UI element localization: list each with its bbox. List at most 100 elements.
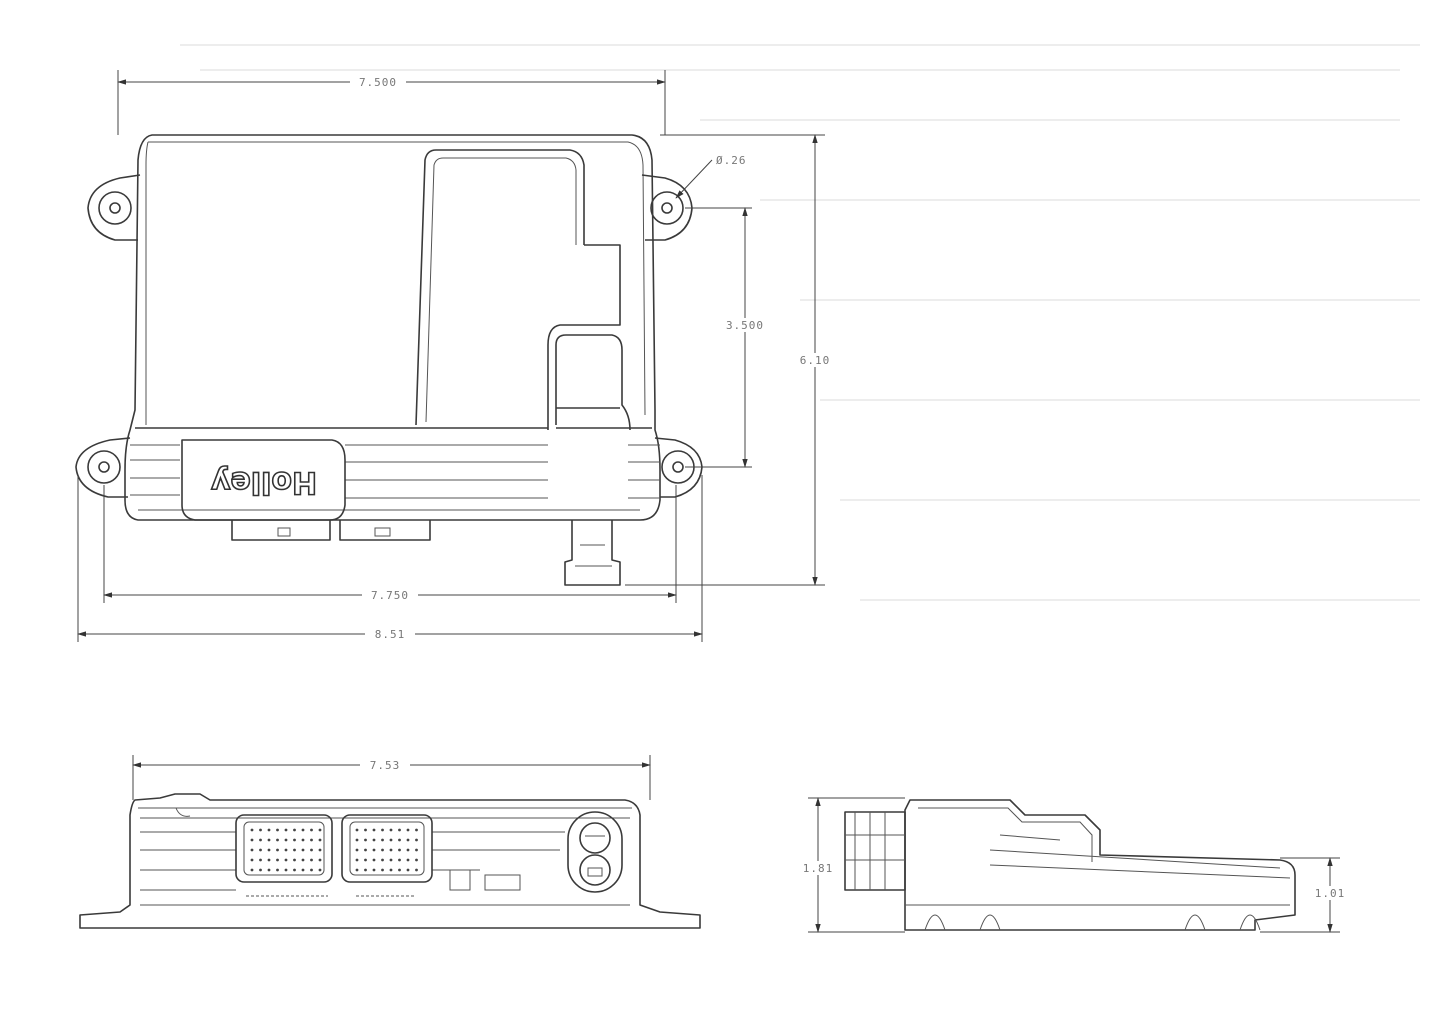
- connector-pin: [276, 868, 279, 872]
- front-view-housing: [79, 793, 701, 929]
- connector-pin: [364, 828, 367, 832]
- connector-pin: [250, 858, 254, 862]
- svg-text:3.500: 3.500: [726, 319, 764, 332]
- connector-pin: [389, 838, 393, 842]
- connector-pin: [259, 838, 262, 842]
- connector-pin: [301, 828, 305, 832]
- connector-pin: [301, 838, 305, 842]
- dim-hole-diameter: Ø.26: [675, 154, 747, 199]
- connector-pin: [301, 868, 305, 872]
- connector-pin: [301, 848, 305, 852]
- connector-pin: [276, 848, 279, 852]
- connector-pin: [389, 868, 393, 872]
- svg-text:7.53: 7.53: [370, 759, 401, 772]
- connector-pin: [372, 838, 376, 842]
- connector-pin: [267, 838, 271, 842]
- connector-pin: [389, 858, 393, 862]
- front-connector-1: [235, 814, 333, 897]
- holley-logo: Holley: [210, 465, 317, 500]
- connector-pin: [259, 848, 262, 852]
- connector-pin: [267, 828, 271, 832]
- svg-text:1.81: 1.81: [803, 862, 834, 875]
- connector-pin: [318, 858, 322, 862]
- connector-pin: [372, 828, 376, 832]
- connector-pin: [381, 848, 384, 852]
- svg-text:8.51: 8.51: [375, 628, 406, 641]
- dim-hole-spacing: 3.500: [685, 207, 772, 468]
- connector-pin: [310, 838, 313, 842]
- connector-pin: [372, 858, 376, 862]
- connector-pin: [372, 868, 376, 872]
- connector-pin: [259, 868, 262, 872]
- ghost-background: [180, 44, 1420, 601]
- connector-pin: [293, 848, 296, 852]
- connector-pin: [259, 828, 262, 832]
- connector-pin: [415, 868, 418, 872]
- connector-pin: [355, 868, 359, 872]
- connector-pin: [284, 868, 288, 872]
- connector-pin: [415, 848, 418, 852]
- svg-text:Ø.26: Ø.26: [716, 154, 747, 167]
- connector-pin: [318, 848, 322, 852]
- side-view: 1.81 1.01: [800, 797, 1348, 933]
- connector-pin: [355, 848, 359, 852]
- front-round-connector: [567, 811, 623, 893]
- connector-pin: [415, 838, 418, 842]
- connector-pin: [267, 868, 271, 872]
- svg-text:6.10: 6.10: [800, 354, 831, 367]
- mounting-ear-bottom-left: [75, 437, 131, 498]
- connector-pin: [389, 828, 393, 832]
- connector-pin: [406, 838, 410, 842]
- connector-pin: [293, 838, 296, 842]
- connector-pin: [355, 828, 359, 832]
- front-view: 7.53: [79, 755, 701, 929]
- connector-pin: [406, 848, 410, 852]
- connector-pin: [406, 828, 410, 832]
- top-view: Holley: [75, 70, 840, 642]
- connector-pin: [310, 868, 313, 872]
- svg-text:1.01: 1.01: [1315, 887, 1346, 900]
- connector-pin: [293, 868, 296, 872]
- connector-pin: [355, 838, 359, 842]
- connector-pin: [355, 858, 359, 862]
- connector-pin: [318, 868, 322, 872]
- connector-pin: [318, 838, 322, 842]
- connector-pin: [381, 858, 384, 862]
- svg-text:7.750: 7.750: [371, 589, 409, 602]
- connector-pin: [250, 848, 254, 852]
- connector-pin: [364, 848, 367, 852]
- dim-height: 6.10: [625, 134, 840, 586]
- connector-pin: [284, 858, 288, 862]
- front-connector-2: [341, 814, 433, 897]
- connector-pin: [250, 838, 254, 842]
- connector-pin: [284, 848, 288, 852]
- connector-pin: [310, 858, 313, 862]
- connector-pin: [276, 828, 279, 832]
- connector-pin: [267, 858, 271, 862]
- top-view-housing: [124, 134, 661, 521]
- dim-lower-width: 7.750: [103, 485, 677, 603]
- connector-pin: [310, 848, 313, 852]
- logo-plate: [181, 439, 346, 521]
- connector-pin: [276, 838, 279, 842]
- top-view-lid-panel: [415, 149, 585, 426]
- connector-pin: [381, 828, 384, 832]
- connector-pin: [398, 828, 401, 832]
- connector-pin: [381, 838, 384, 842]
- connector-pin: [415, 858, 418, 862]
- connector-pin: [364, 868, 367, 872]
- connector-pin: [267, 848, 271, 852]
- connector-pin: [406, 858, 410, 862]
- dim-side-short: 1.01: [1260, 857, 1348, 933]
- connector-pin: [293, 858, 296, 862]
- connector-pin: [372, 848, 376, 852]
- connector-pin: [310, 828, 313, 832]
- connector-pin: [301, 858, 305, 862]
- connector-pin: [364, 858, 367, 862]
- connector-pin: [284, 828, 288, 832]
- dim-front-width: 7.53: [132, 755, 651, 800]
- mounting-ear-top-right: [641, 174, 693, 241]
- connector-pin: [293, 828, 296, 832]
- svg-text:7.500: 7.500: [359, 76, 397, 89]
- connector-pin: [389, 848, 393, 852]
